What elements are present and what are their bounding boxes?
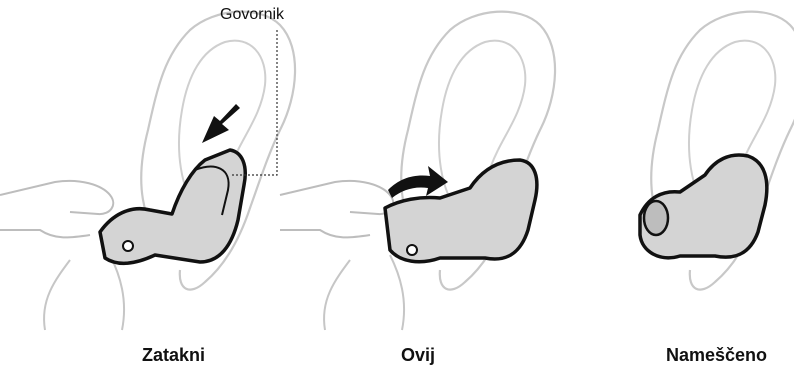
step-label-fitted: Nameščeno <box>666 345 767 366</box>
earbud-icon <box>385 160 537 262</box>
earbud-icon <box>640 155 767 258</box>
step-label-tuck: Zatakni <box>142 345 205 366</box>
rotate-arrow-icon <box>388 166 448 198</box>
hand-icon <box>280 181 404 330</box>
speaker-callout-label: Govornik <box>220 6 284 24</box>
step-label-rotate: Ovij <box>401 345 435 366</box>
earbud-icon <box>100 150 245 263</box>
insert-arrow-icon <box>202 104 240 143</box>
